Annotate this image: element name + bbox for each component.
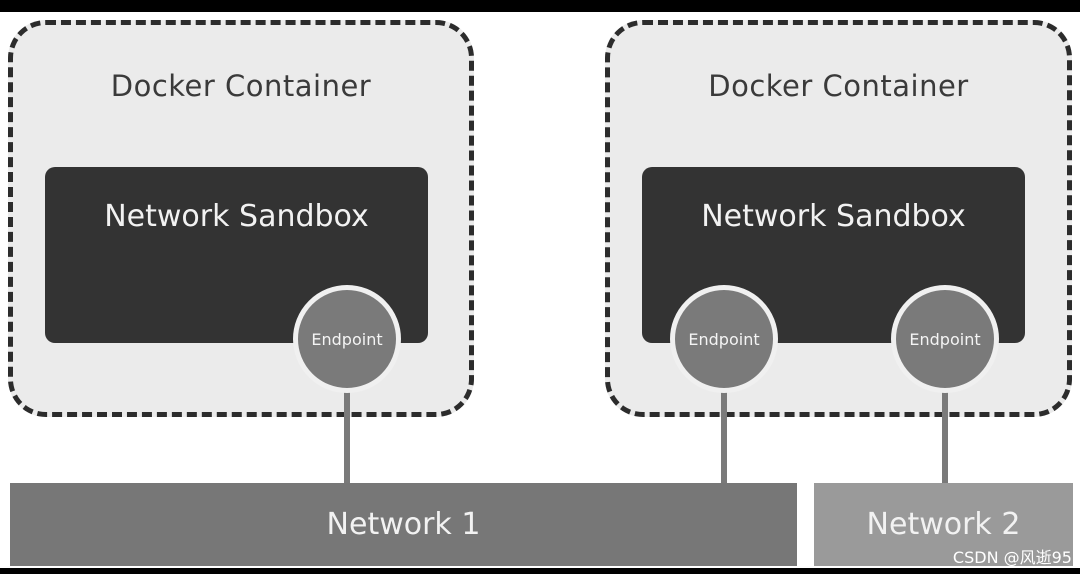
top-border bbox=[0, 0, 1080, 12]
endpoint-container-2-b: Endpoint bbox=[891, 285, 999, 393]
network-1-bar: Network 1 bbox=[10, 483, 797, 566]
network-2-label: Network 2 bbox=[866, 507, 1021, 542]
watermark: CSDN @风逝95 bbox=[952, 548, 1072, 567]
endpoint-container-1: Endpoint bbox=[293, 285, 401, 393]
network-sandbox-1-title: Network Sandbox bbox=[104, 199, 369, 234]
link-endpoint-3-network-2 bbox=[942, 385, 948, 485]
link-endpoint-1-network-1 bbox=[344, 385, 350, 485]
endpoint-container-2-a: Endpoint bbox=[670, 285, 778, 393]
docker-container-2-title: Docker Container bbox=[708, 69, 969, 103]
network-sandbox-2-title: Network Sandbox bbox=[701, 199, 966, 234]
network-2-bar: Network 2 bbox=[814, 483, 1073, 566]
network-1-label: Network 1 bbox=[326, 507, 481, 542]
bottom-border bbox=[0, 568, 1080, 574]
docker-container-1-title: Docker Container bbox=[110, 69, 372, 103]
link-endpoint-2-network-1 bbox=[721, 385, 727, 485]
